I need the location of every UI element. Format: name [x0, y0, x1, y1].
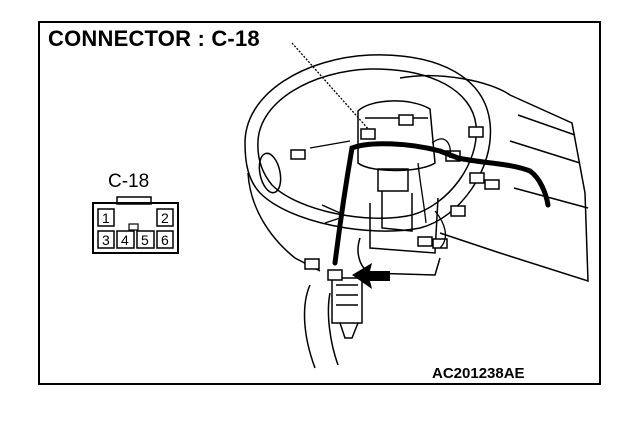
- pin-5-label: 5: [141, 232, 149, 248]
- pin-2-label: 2: [161, 210, 169, 226]
- pin-3-label: 3: [102, 232, 110, 248]
- dashboard-panel: [247, 75, 589, 369]
- pointer-arrow: [352, 263, 390, 289]
- steering-column: [331, 168, 441, 339]
- pin-4-label: 4: [121, 232, 129, 248]
- steering-wheel: [244, 54, 492, 232]
- connector-face-label: C-18: [108, 171, 150, 192]
- connector-face: 1 2 3 4 5 6: [92, 196, 179, 254]
- dashboard-illustration: 1 2 3 4 5 6: [92, 42, 589, 369]
- wiring-harness: [309, 138, 551, 266]
- pin-6-label: 6: [161, 232, 169, 248]
- pin-1-label: 1: [102, 210, 110, 226]
- dashboard-connectors: [290, 114, 500, 281]
- drawing-code: AC201238AE: [432, 365, 525, 382]
- diagram-frame: CONNECTOR : C-18 C-18 AC201238AE 1 2 3 4…: [38, 21, 601, 385]
- diagram-title: CONNECTOR : C-18: [48, 26, 260, 51]
